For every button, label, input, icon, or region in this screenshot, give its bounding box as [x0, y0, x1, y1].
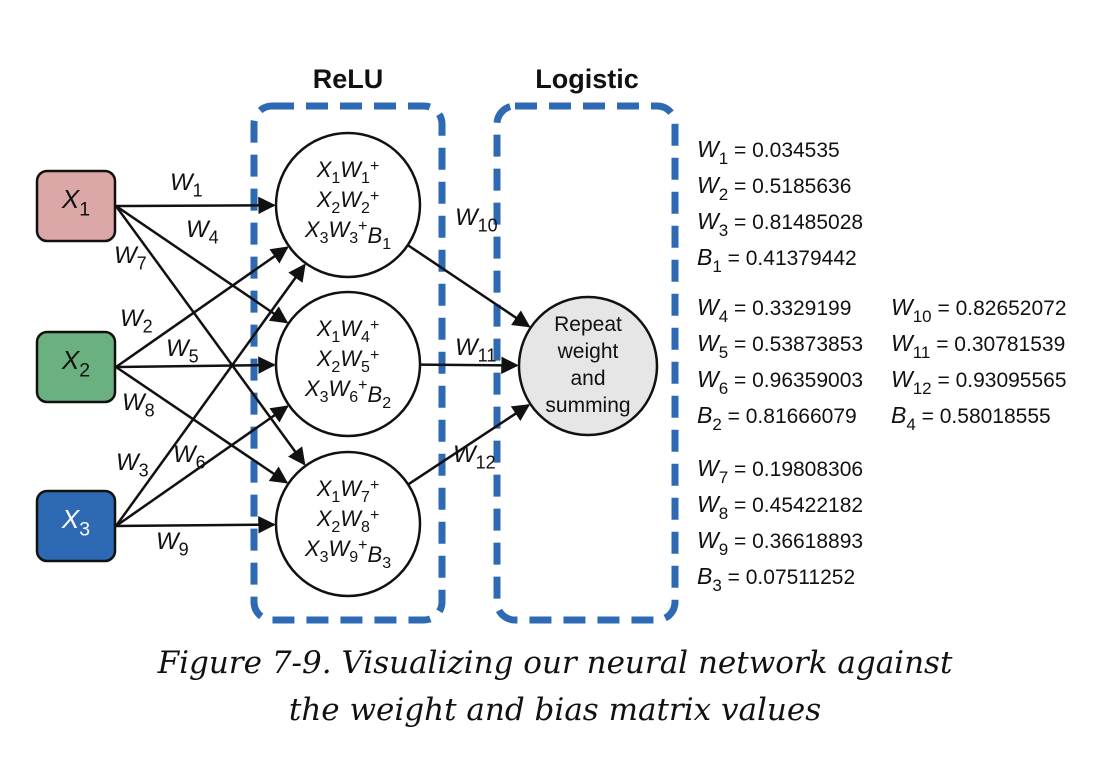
weight-values-table: W1 = 0.034535 W2 = 0.5185636 W3 = 0.814850…	[697, 136, 1067, 595]
edge-label-w2: W2	[120, 305, 153, 337]
logistic-layer-box	[493, 102, 679, 624]
edge-label-w1: W1	[170, 169, 203, 201]
relu-node-2: X1W4+X2W5+X3W6+B2	[274, 290, 422, 438]
weight-entry-w11: W11 = 0.30781539	[891, 330, 1065, 362]
relu-node-term: X3W9+B3	[304, 536, 391, 572]
output-node-line-4: summing	[545, 394, 630, 417]
relu-node-circle	[274, 450, 422, 598]
input-node-box	[35, 330, 117, 404]
figure-caption-line-2: the weight and bias matrix values	[289, 692, 821, 728]
input-node-box	[35, 169, 117, 243]
relu-node-1: X1W1+X2W2+X3W3+B1	[274, 131, 422, 279]
edge-x3-to-relu-1	[114, 263, 306, 527]
weight-entry-w12: W12 = 0.93095565	[891, 366, 1067, 398]
edge-label-w8: W8	[122, 389, 155, 421]
edge-x1-to-relu-2	[115, 204, 289, 324]
input-node-box	[35, 489, 117, 563]
output-node-line-2: weight	[557, 340, 619, 363]
relu-node-term: X3W3+B1	[304, 217, 391, 253]
relu-node-term: X1W1+	[316, 157, 380, 187]
edge-label-w9: W9	[156, 528, 189, 560]
weight-entry-b4: B4 = 0.58018555	[891, 402, 1051, 434]
input-node-x2: X2	[35, 330, 117, 404]
edge-relu-1-to-output	[407, 244, 531, 328]
relu-node-circle	[274, 131, 422, 279]
relu-layer-box	[250, 102, 446, 624]
relu-node-term: X1W4+	[316, 316, 380, 346]
edge-label-w3: W3	[116, 449, 149, 481]
logistic-layer-title: Logistic	[535, 64, 639, 94]
edge-x2-to-relu-3	[115, 365, 289, 484]
edge-x3-to-relu-3	[115, 516, 276, 534]
weight-entry-w4: W4 = 0.3329199	[697, 294, 851, 326]
edge-x1-to-relu-1	[115, 196, 276, 215]
edge-label-w10: W10	[455, 204, 498, 236]
edge-x2-to-relu-2	[115, 356, 276, 374]
figure-caption-line-1: Figure 7-9. Visualizing our neural netwo…	[157, 645, 953, 681]
edge-label-w6: W6	[173, 441, 206, 473]
relu-node-term: X2W2+	[316, 187, 380, 217]
relu-node-term: X2W8+	[316, 506, 380, 536]
input-node-x1: X1	[35, 169, 117, 243]
output-node-circle	[517, 295, 659, 437]
relu-node-term: X3W6+B2	[304, 376, 391, 412]
input-node-label: X1	[61, 184, 90, 220]
weight-entry-b1: B1 = 0.41379442	[697, 244, 857, 276]
weight-entry-w3: W3 = 0.81485028	[697, 208, 863, 240]
edges	[114, 196, 531, 534]
weight-entry-w10: W10 = 0.82652072	[891, 294, 1067, 326]
edge-label-w4: W4	[186, 216, 219, 248]
edge-label-w12: W12	[453, 441, 496, 473]
weight-entry-w1: W1 = 0.034535	[697, 136, 840, 168]
relu-layer-title: ReLU	[313, 64, 384, 94]
weight-entry-b3: B3 = 0.07511252	[697, 563, 855, 595]
weight-entry-w6: W6 = 0.96359003	[697, 366, 863, 398]
input-node-x3: X3	[35, 489, 117, 563]
edge-x2-to-relu-1	[115, 246, 289, 369]
weight-entry-w9: W9 = 0.36618893	[697, 527, 863, 559]
output-node-line-1: Repeat	[554, 313, 622, 336]
output-node-line-3: and	[570, 367, 605, 390]
edge-label-w11: W11	[455, 334, 496, 366]
weight-entry-w7: W7 = 0.19808306	[697, 455, 863, 487]
edge-relu-2-to-output	[419, 356, 519, 375]
weight-entry-w5: W5 = 0.53873853	[697, 330, 863, 362]
relu-node-circle	[274, 290, 422, 438]
weight-entry-w8: W8 = 0.45422182	[697, 491, 863, 523]
edge-label-w7: W7	[114, 242, 147, 274]
relu-node-term: X1W7+	[316, 476, 380, 506]
output-node: Repeat weight and summing	[517, 295, 659, 437]
weight-entry-b2: B2 = 0.81666079	[697, 402, 857, 434]
relu-node-term: X2W5+	[316, 346, 380, 376]
weight-entry-w2: W2 = 0.5185636	[697, 172, 851, 204]
input-node-label: X3	[61, 504, 90, 540]
edge-relu-3-to-output	[407, 403, 531, 486]
edge-x3-to-relu-2	[115, 405, 289, 528]
edge-label-w5: W5	[166, 335, 199, 367]
relu-node-3: X1W7+X2W8+X3W9+B3	[274, 450, 422, 598]
relu-nodes: X1W1+X2W2+X3W3+B1X1W4+X2W5+X3W6+B2X1W7+X…	[274, 131, 422, 598]
input-node-label: X2	[61, 345, 90, 381]
